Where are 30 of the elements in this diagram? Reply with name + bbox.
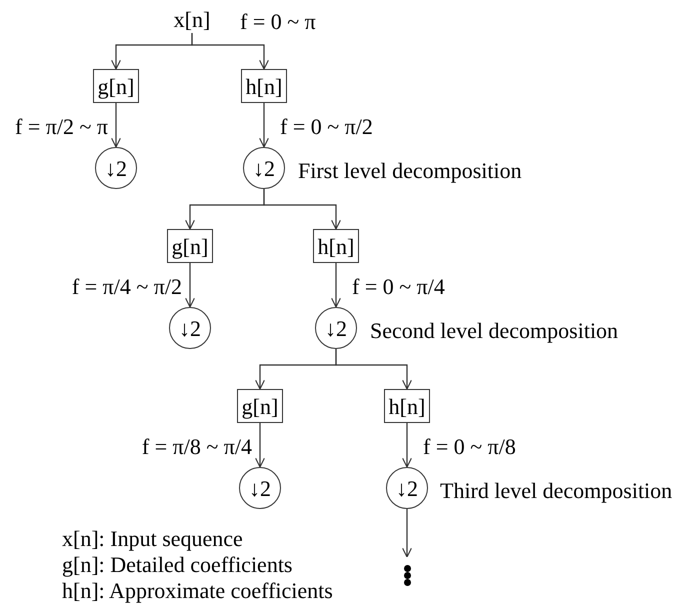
filter-box: g[n] bbox=[93, 69, 139, 103]
signal-label: x[n] bbox=[166, 5, 218, 33]
filter-box: h[n] bbox=[384, 389, 430, 423]
filter-box: h[n] bbox=[313, 229, 359, 263]
arrow bbox=[254, 423, 266, 468]
edge-label: f = 0 ~ π/8 bbox=[423, 433, 516, 461]
legend-note: x[n]: Input sequence bbox=[62, 526, 244, 552]
filter-box: h[n] bbox=[241, 69, 287, 103]
arrow bbox=[258, 103, 270, 148]
arrow bbox=[110, 103, 122, 148]
edge-label: f = π/4 ~ π/2 bbox=[72, 273, 182, 301]
edge-label: f = 0 ~ π/4 bbox=[352, 273, 445, 301]
caption-text: Second level decomposition bbox=[370, 317, 618, 345]
legend-note: g[n]: Detailed coefficients bbox=[62, 552, 294, 578]
caption-text: First level decomposition bbox=[298, 157, 522, 185]
arrow bbox=[184, 263, 196, 308]
arrow bbox=[335, 349, 412, 390]
arrow bbox=[191, 33, 270, 70]
arrow bbox=[402, 509, 412, 558]
legend-note: h[n]: Approximate coefficients bbox=[62, 578, 333, 604]
filter-box: g[n] bbox=[237, 389, 283, 423]
edge-label: f = π/2 ~ π bbox=[15, 113, 108, 141]
caption-text: f = 0 ~ π bbox=[240, 8, 316, 36]
arrow bbox=[402, 423, 412, 468]
caption-text: Third level decomposition bbox=[440, 477, 672, 505]
edge-label: f = 0 ~ π/2 bbox=[280, 113, 373, 141]
edge-label: f = π/8 ~ π/4 bbox=[142, 433, 252, 461]
arrow bbox=[263, 189, 342, 230]
filter-box: g[n] bbox=[167, 229, 213, 263]
arrow bbox=[330, 263, 342, 308]
